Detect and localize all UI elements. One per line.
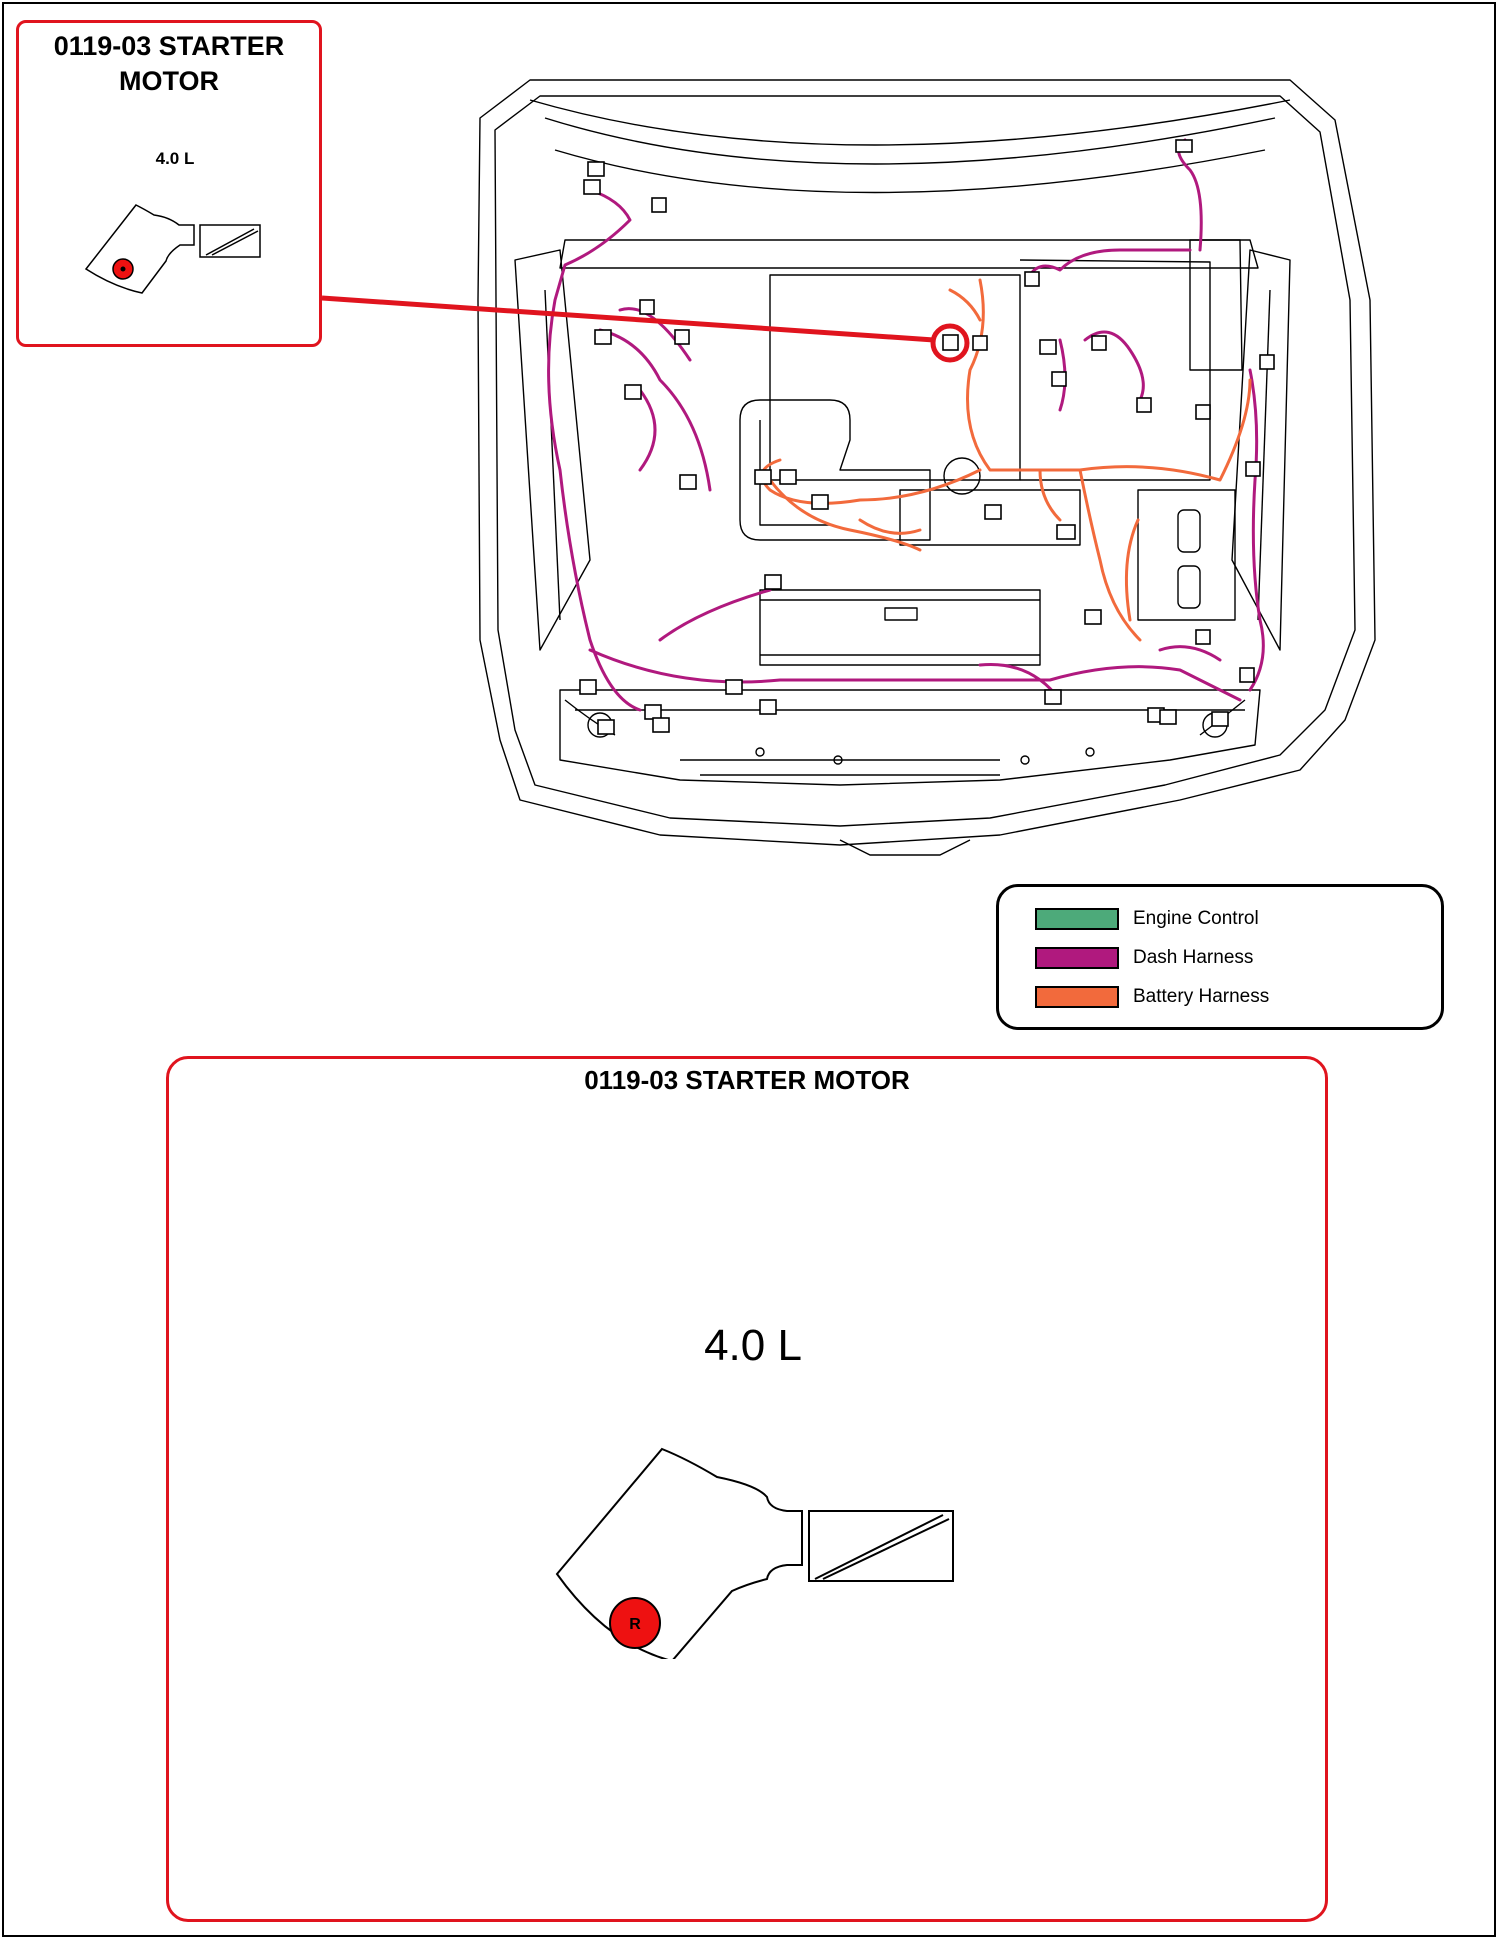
- legend-label: Engine Control: [1133, 908, 1259, 929]
- radiator: [759, 589, 1041, 666]
- inset-variant-label: 4.0 L: [155, 149, 195, 168]
- legend-item-engine-control: Engine Control: [1035, 906, 1259, 932]
- legend-swatch-engine-control: [1035, 908, 1119, 930]
- battery-harness-main: [966, 278, 1252, 482]
- callout-leader: [321, 295, 970, 363]
- connector: [587, 161, 605, 177]
- legend-item-dash-harness: Dash Harness: [1035, 945, 1253, 971]
- detail-title: 0119-03 STARTER MOTOR: [584, 1065, 910, 1095]
- legend-swatch-battery-harness: [1035, 986, 1119, 1008]
- detail-variant-label: 4.0 L: [704, 1321, 802, 1370]
- legend-label: Dash Harness: [1133, 947, 1254, 968]
- inset-connector-drawing: [84, 204, 261, 294]
- front-bumper: [559, 689, 1261, 786]
- legend-label: Battery Harness: [1133, 986, 1270, 1007]
- reservoir: [1189, 239, 1243, 371]
- inset-title-line2: MOTOR: [119, 66, 219, 96]
- detail-pin-label: R: [629, 1616, 641, 1633]
- legend-item-battery-harness: Battery Harness: [1035, 984, 1269, 1010]
- engine-block: [739, 399, 931, 541]
- detail-connector-drawing: R: [555, 1447, 954, 1659]
- inset-title-line1: 0119-03 STARTER: [53, 31, 285, 61]
- cowl-outline: [529, 99, 1291, 146]
- highlighted-connector: [942, 334, 959, 351]
- vehicle-body-outline: [477, 79, 1376, 846]
- inset-callout-box: 0119-03 STARTER MOTOR 4.0 L: [16, 20, 322, 347]
- legend-box: Engine Control Dash Harness Battery Harn…: [996, 884, 1444, 1030]
- legend-swatch-dash-harness: [1035, 947, 1119, 969]
- detail-pin: [609, 1597, 661, 1649]
- inset-title: 0119-03 STARTER MOTOR: [19, 29, 319, 99]
- connector-body: [555, 1447, 803, 1659]
- dash-harness-left: [547, 188, 642, 712]
- battery: [1137, 489, 1236, 621]
- detail-callout-box: 0119-03 STARTER MOTOR 4.0 L R: [166, 1056, 1328, 1922]
